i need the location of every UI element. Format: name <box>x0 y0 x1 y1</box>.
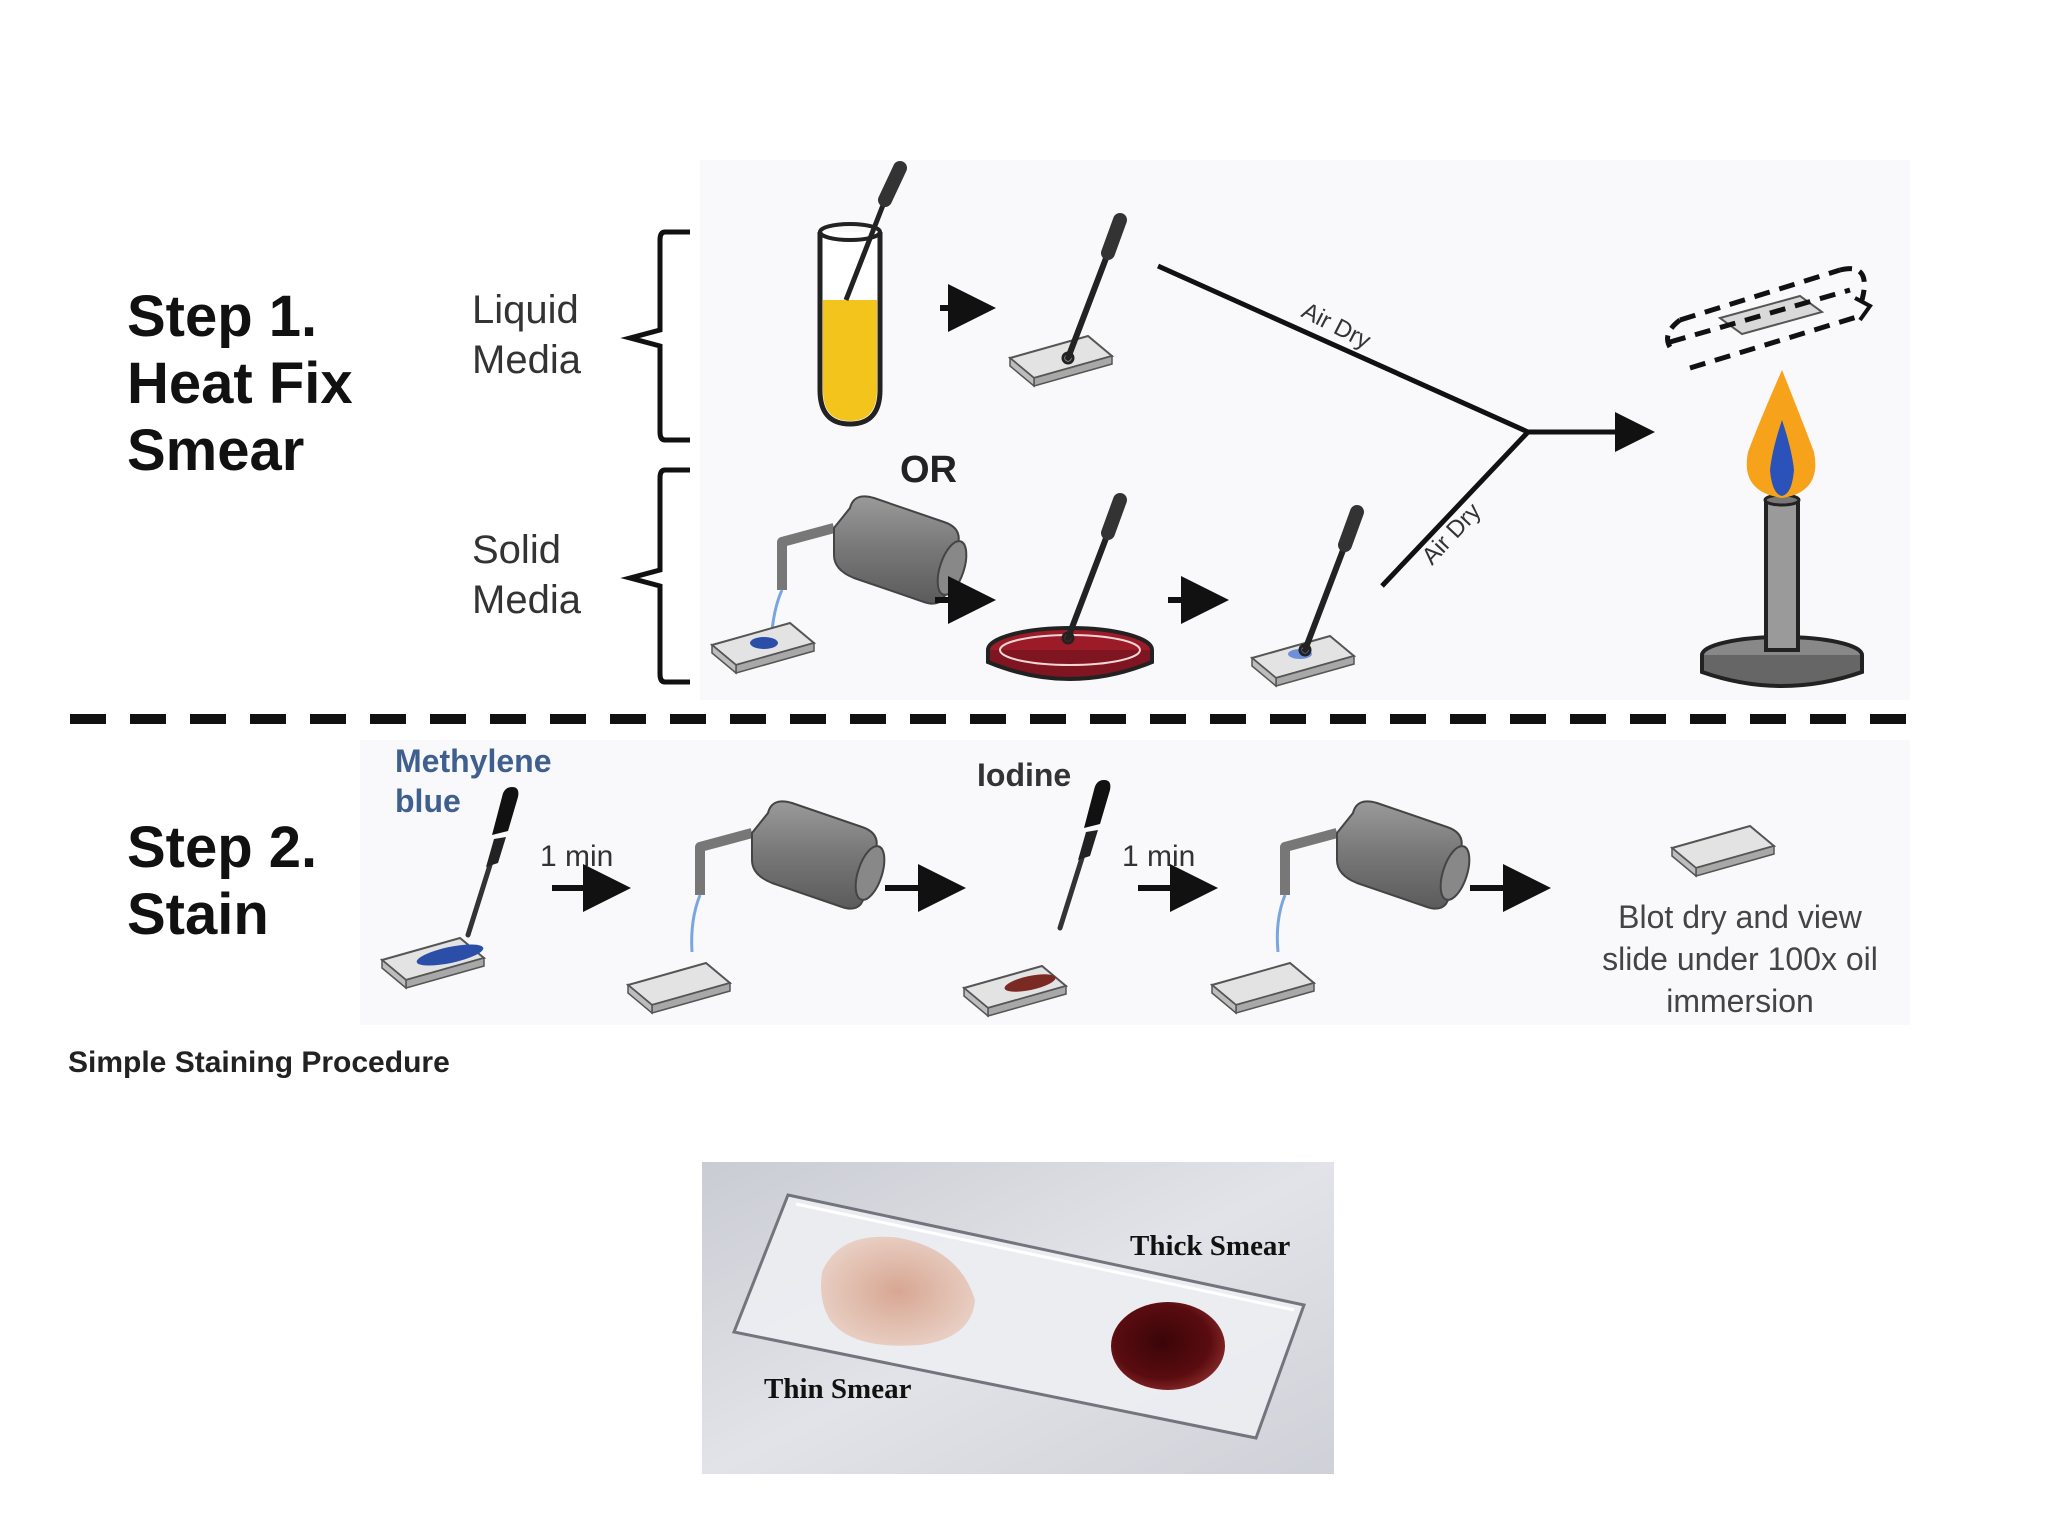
step2-panel: Step 2. Stain Methylene blue 1 min Iodin… <box>127 740 1910 1025</box>
step2-title-line-2: Stain <box>127 882 269 947</box>
methylene-blue-label-2: blue <box>395 783 461 819</box>
or-label: OR <box>900 449 957 491</box>
blot-label-1: Blot dry and view <box>1618 899 1863 935</box>
petri-dish-icon <box>986 626 1154 681</box>
figure-caption: Simple Staining Procedure <box>68 1046 450 1079</box>
air-dry-line-lower <box>1380 430 1530 588</box>
liquid-media-label-2: Media <box>472 338 582 382</box>
step1-panel: Step 1. Heat Fix Smear Liquid Media Soli… <box>127 160 1910 700</box>
thin-smear <box>821 1236 975 1346</box>
blot-label-2: slide under 100x oil <box>1602 941 1878 977</box>
flame-pass-slide <box>1665 266 1873 371</box>
liquid-media-label-1: Liquid <box>472 288 579 332</box>
step1-title-line-1: Step 1. <box>127 284 317 349</box>
bunsen-burner-icon <box>1700 370 1864 688</box>
smear-photo: Thick Smear Thin Smear <box>702 1162 1334 1474</box>
methylene-blue-label-1: Methylene <box>395 743 551 779</box>
liquid-bracket <box>620 229 690 443</box>
thick-smear <box>1111 1302 1225 1390</box>
step2-title-line-1: Step 2. <box>127 815 317 880</box>
time-label-1: 1 min <box>540 840 613 873</box>
blot-label-3: immersion <box>1666 983 1814 1019</box>
solid-media-label-2: Media <box>472 578 582 622</box>
step1-title-line-2: Heat Fix <box>127 351 353 416</box>
time-label-2: 1 min <box>1122 840 1195 873</box>
thick-smear-label: Thick Smear <box>1130 1230 1290 1262</box>
solid-media-label-1: Solid <box>472 528 561 572</box>
iodine-label: Iodine <box>977 757 1071 793</box>
solid-bracket <box>620 467 690 685</box>
thin-smear-label: Thin Smear <box>764 1373 912 1405</box>
test-tube-icon <box>817 161 907 427</box>
step1-title-line-3: Smear <box>127 418 304 483</box>
air-dry-line-upper <box>1156 263 1530 435</box>
